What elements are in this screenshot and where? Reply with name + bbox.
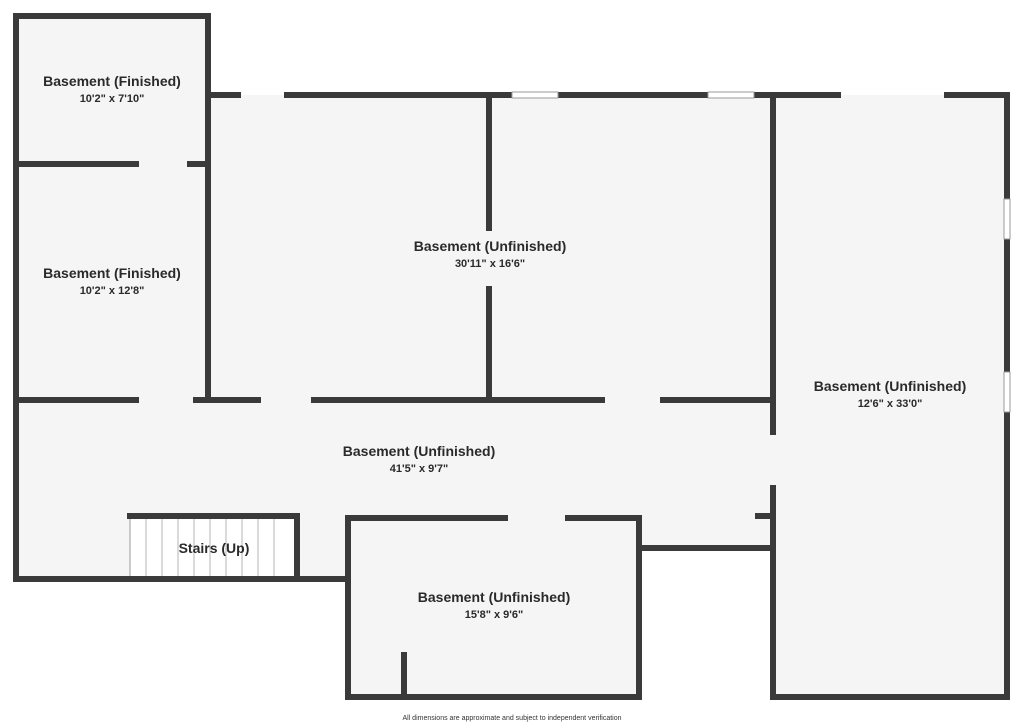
room-dimensions: 10'2" x 7'10" (80, 93, 145, 105)
room-labels: Basement (Finished) 10'2" x 7'10" Baseme… (43, 73, 966, 621)
floor-finished-middle (18, 164, 208, 400)
room-name: Basement (Finished) (43, 265, 181, 281)
window (707, 91, 755, 99)
window (1003, 371, 1011, 413)
room-dimensions: 10'2" x 12'8" (80, 285, 145, 297)
windows (511, 91, 1011, 413)
room-name: Basement (Unfinished) (414, 238, 566, 254)
floor-finished-top (18, 17, 208, 164)
room-name: Stairs (Up) (179, 540, 250, 556)
room-name: Basement (Finished) (43, 73, 181, 89)
room-name: Basement (Unfinished) (343, 443, 495, 459)
disclaimer-note: All dimensions are approximate and subje… (402, 715, 622, 722)
room-name: Basement (Unfinished) (418, 589, 570, 605)
window (511, 91, 559, 99)
floor-outside-corner (640, 549, 772, 699)
floor-unfinished-right (773, 95, 1007, 697)
room-dimensions: 15'8" x 9'6" (465, 609, 523, 621)
floor-unfinished-bottom (348, 518, 639, 697)
stair-treads (145, 517, 275, 577)
window (1003, 198, 1011, 240)
room-dimensions: 30'11" x 16'6" (455, 258, 525, 270)
walls (13, 13, 1010, 700)
room-dimensions: 41'5" x 9'7" (390, 463, 448, 475)
room-dimensions: 12'6" x 33'0" (858, 398, 923, 410)
room-name: Basement (Unfinished) (814, 378, 966, 394)
